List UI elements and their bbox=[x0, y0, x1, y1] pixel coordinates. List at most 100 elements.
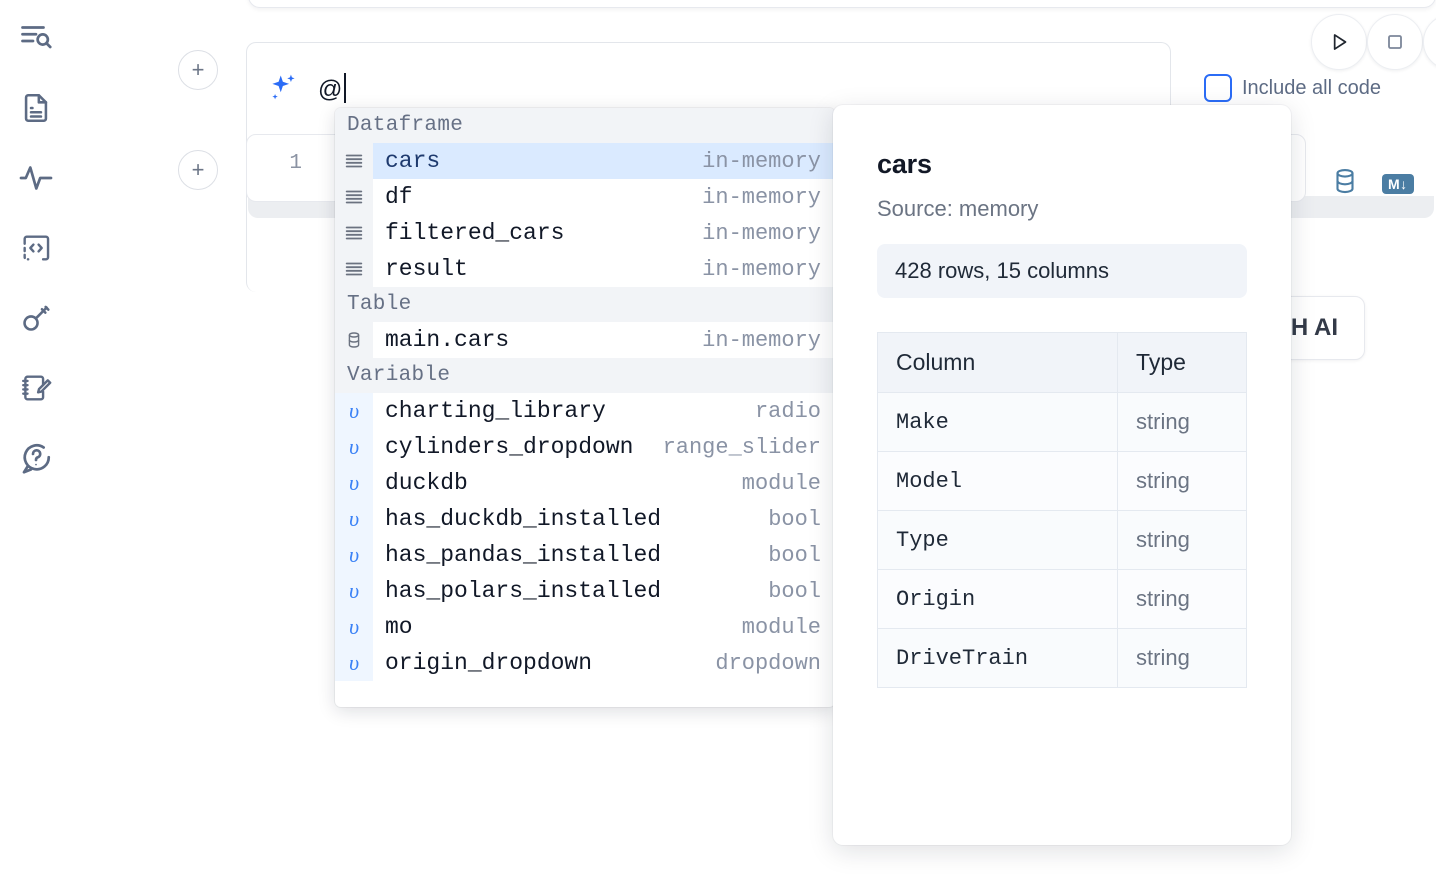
autocomplete-item-meta: bool bbox=[768, 506, 821, 532]
autocomplete-item-name: result bbox=[385, 256, 468, 282]
autocomplete-item-meta: bool bbox=[768, 578, 821, 604]
autocomplete-item-meta: bool bbox=[768, 542, 821, 568]
autocomplete-item-name: cylinders_dropdown bbox=[385, 434, 634, 460]
code-brackets-icon[interactable] bbox=[14, 226, 58, 270]
dataframe-rows-icon bbox=[335, 179, 373, 215]
info-panel-source: Source: memory bbox=[877, 196, 1039, 221]
autocomplete-item-body: result in-memory bbox=[373, 251, 835, 287]
autocomplete-item[interactable]: result in-memory bbox=[335, 251, 835, 287]
schema-column-type: string bbox=[1117, 510, 1247, 570]
variable-v-icon: υ bbox=[335, 537, 373, 573]
autocomplete-item-name: charting_library bbox=[385, 398, 606, 424]
variable-v-icon: υ bbox=[335, 429, 373, 465]
dataframe-info-panel: cars Source: memory 428 rows, 15 columns… bbox=[833, 105, 1291, 845]
autocomplete-item[interactable]: υ charting_library radio bbox=[335, 393, 835, 429]
autocomplete-item-meta: range_slider bbox=[662, 434, 821, 460]
add-cell-below-button[interactable]: + bbox=[178, 150, 218, 190]
schema-column-name: Make bbox=[876, 392, 1119, 452]
info-panel-title: cars bbox=[877, 149, 932, 179]
autocomplete-group-variable: Variable bbox=[335, 358, 835, 393]
autocomplete-item-name: duckdb bbox=[385, 470, 468, 496]
run-button[interactable] bbox=[1311, 14, 1367, 70]
ai-sparkle-icon bbox=[266, 71, 300, 105]
previous-cell-card-edge bbox=[248, 0, 1436, 8]
autocomplete-item-body: has_duckdb_installed bool bbox=[373, 501, 835, 537]
include-all-code-toggle[interactable]: Include all code bbox=[1204, 74, 1381, 102]
column-header-column: Column bbox=[876, 332, 1119, 393]
file-text-icon[interactable] bbox=[14, 86, 58, 130]
variable-v-icon: υ bbox=[335, 573, 373, 609]
stop-button[interactable] bbox=[1367, 14, 1423, 70]
activity-pulse-icon[interactable] bbox=[14, 156, 58, 200]
autocomplete-item-meta: in-memory bbox=[702, 220, 821, 246]
notebook-pencil-icon[interactable] bbox=[14, 366, 58, 410]
autocomplete-item-name: main.cars bbox=[385, 327, 510, 353]
autocomplete-item-name: has_duckdb_installed bbox=[385, 506, 662, 532]
help-chat-icon[interactable] bbox=[14, 436, 58, 480]
autocomplete-item-meta: in-memory bbox=[702, 148, 821, 174]
cell-type-icons: M↓ bbox=[1330, 166, 1414, 201]
variable-v-icon: υ bbox=[335, 609, 373, 645]
autocomplete-group-dataframe: Dataframe bbox=[335, 108, 835, 143]
schema-column-name: Model bbox=[876, 451, 1119, 511]
autocomplete-item-body: has_pandas_installed bool bbox=[373, 537, 835, 573]
variable-v-icon: υ bbox=[335, 501, 373, 537]
ai-prompt-value: @ bbox=[318, 75, 343, 103]
autocomplete-item[interactable]: υ has_pandas_installed bool bbox=[335, 537, 835, 573]
key-icon[interactable] bbox=[14, 296, 58, 340]
autocomplete-item-meta: dropdown bbox=[715, 650, 821, 676]
schema-column-type: string bbox=[1117, 392, 1247, 452]
autocomplete-item-body: charting_library radio bbox=[373, 393, 835, 429]
add-cell-above-button[interactable]: + bbox=[178, 50, 218, 90]
database-icon[interactable] bbox=[1330, 166, 1360, 201]
autocomplete-item-meta: radio bbox=[754, 398, 821, 424]
explore-outline-icon[interactable] bbox=[14, 16, 58, 60]
schema-column-name: Origin bbox=[876, 569, 1119, 629]
schema-column-type: string bbox=[1117, 628, 1247, 688]
text-caret bbox=[343, 72, 346, 103]
autocomplete-item-name: has_pandas_installed bbox=[385, 542, 662, 568]
markdown-icon[interactable]: M↓ bbox=[1382, 173, 1414, 194]
dataframe-rows-icon bbox=[335, 215, 373, 251]
autocomplete-item[interactable]: υ cylinders_dropdown range_slider bbox=[335, 429, 835, 465]
autocomplete-item-meta: module bbox=[741, 614, 821, 640]
dataframe-rows-icon bbox=[335, 251, 373, 287]
schema-column-name: DriveTrain bbox=[876, 628, 1119, 688]
variable-v-icon: υ bbox=[335, 393, 373, 429]
autocomplete-group-table: Table bbox=[335, 287, 835, 322]
schema-column-name: Type bbox=[876, 510, 1119, 570]
autocomplete-item[interactable]: υ has_duckdb_installed bool bbox=[335, 501, 835, 537]
ai-prompt-input-row[interactable]: @ bbox=[246, 42, 1171, 134]
autocomplete-item-body: cylinders_dropdown range_slider bbox=[373, 429, 835, 465]
autocomplete-item-body: mo module bbox=[373, 609, 835, 645]
autocomplete-item-name: mo bbox=[385, 614, 413, 640]
table-header-row: Column Type bbox=[876, 332, 1247, 393]
autocomplete-item-meta: in-memory bbox=[702, 256, 821, 282]
left-sidebar bbox=[0, 0, 72, 874]
more-actions-button[interactable] bbox=[1423, 14, 1436, 70]
autocomplete-item-meta: module bbox=[741, 470, 821, 496]
schema-column-type: string bbox=[1117, 569, 1247, 629]
include-all-code-checkbox[interactable] bbox=[1204, 74, 1232, 102]
ai-prompt-text[interactable]: @ bbox=[318, 72, 346, 104]
